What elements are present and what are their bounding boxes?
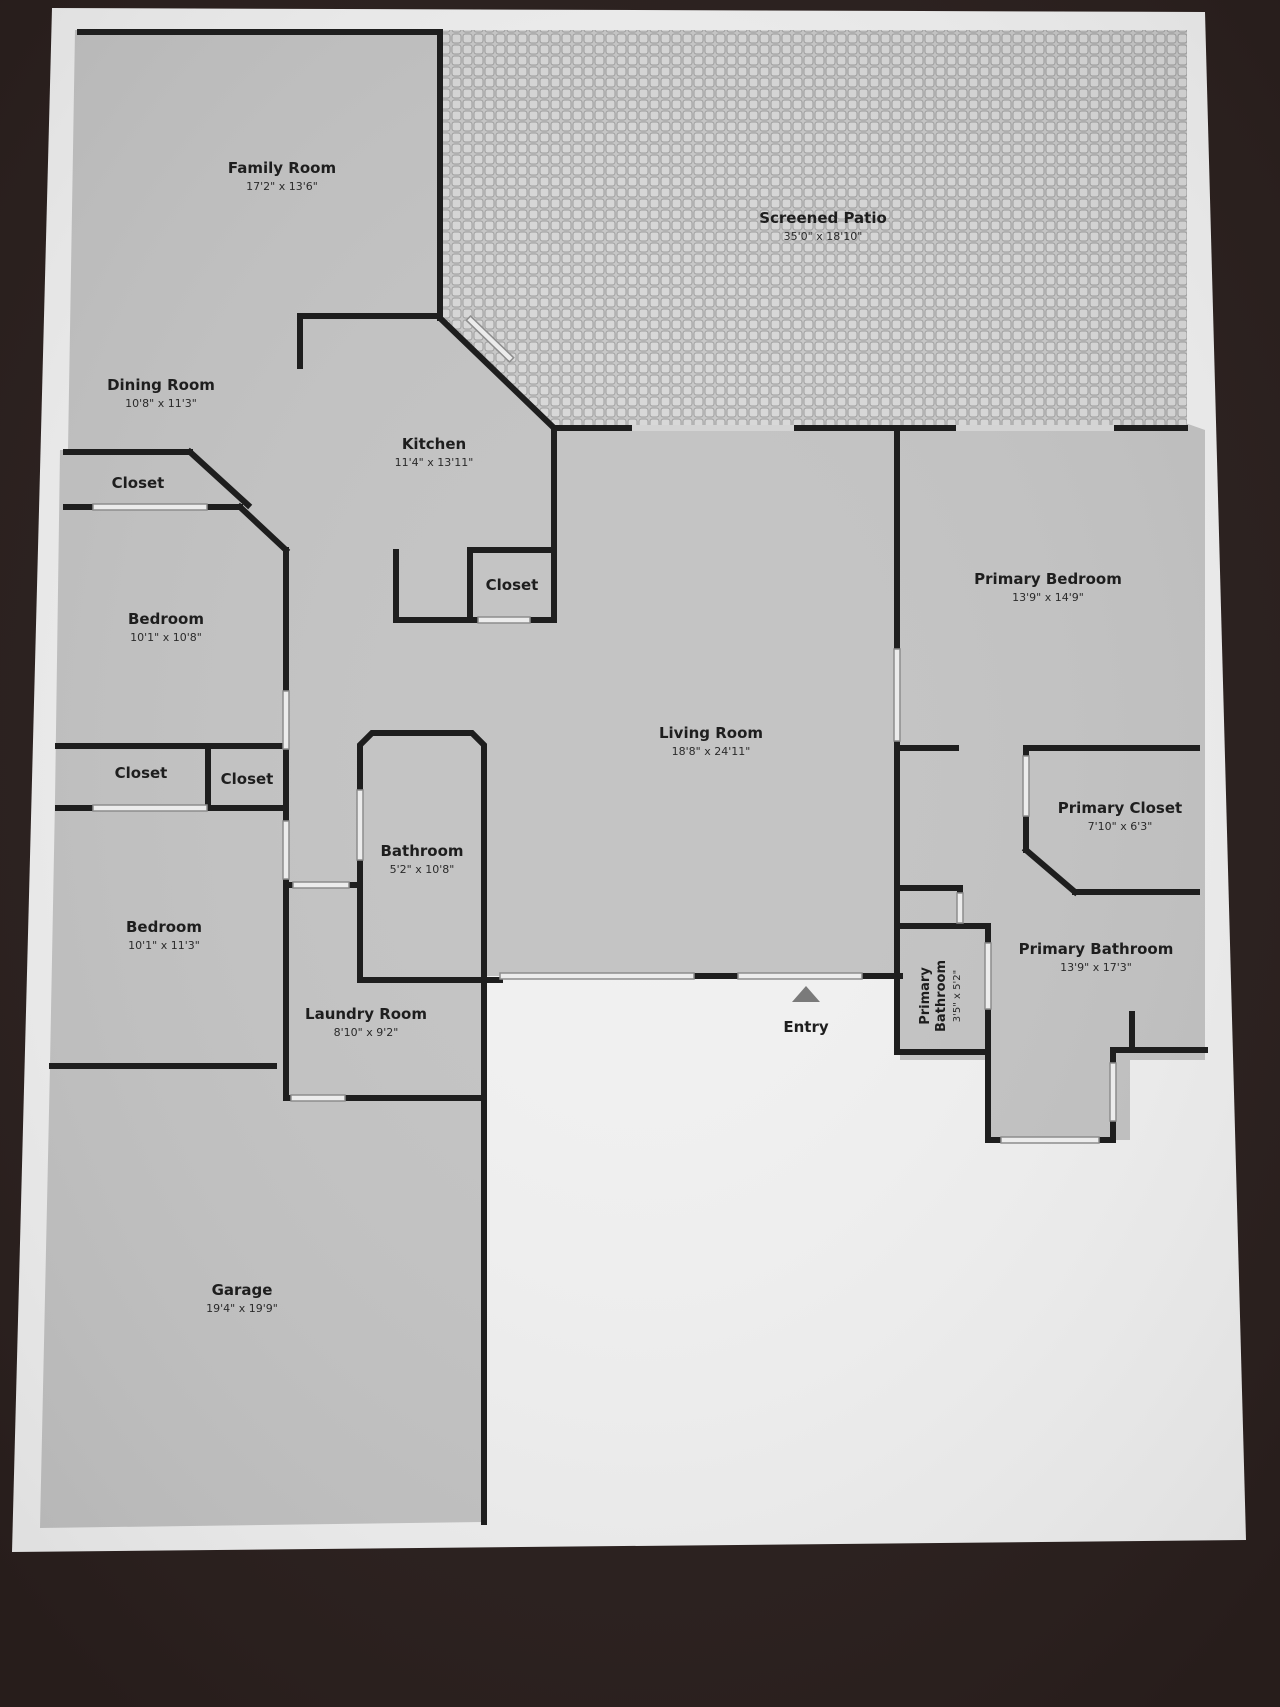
laundry-room-dims: 8'10" x 9'2" (334, 1026, 399, 1039)
family-room-name: Family Room (228, 159, 336, 177)
bedroom-2-name: Bedroom (126, 918, 202, 936)
primary-bathroom-name: Primary Bathroom (1019, 940, 1174, 958)
screened-patio-dims: 35'0" x 18'10" (784, 230, 863, 243)
primary-closet-dims: 7'10" x 6'3" (1088, 820, 1153, 833)
primary-bathroom-dims: 13'9" x 17'3" (1060, 961, 1132, 974)
primary-closet-name: Primary Closet (1058, 799, 1182, 817)
closet-mid-a-name: Closet (115, 764, 168, 782)
kitchen-name: Kitchen (402, 435, 466, 453)
primary-bathroom-small-dims: 3'5" x 5'2" (952, 970, 963, 1022)
closet-top-left-name: Closet (112, 474, 165, 492)
primary-bedroom-dims: 13'9" x 14'9" (1012, 591, 1084, 604)
bathroom-dims: 5'2" x 10'8" (390, 863, 455, 876)
bedroom-1-dims: 10'1" x 10'8" (130, 631, 202, 644)
primary-bathroom-small-name-1: Primary (918, 967, 933, 1025)
walls (49, 29, 1208, 1525)
primary-bathroom-small-name-2: Bathroom (934, 960, 949, 1032)
kitchen-dims: 11'4" x 13'11" (395, 456, 474, 469)
family-room-dims: 17'2" x 13'6" (246, 180, 318, 193)
garage-dims: 19'4" x 19'9" (206, 1302, 278, 1315)
bathroom-name: Bathroom (380, 842, 463, 860)
living-room-dims: 18'8" x 24'11" (672, 745, 751, 758)
garage-name: Garage (212, 1281, 273, 1299)
screened-patio-area (440, 30, 1187, 428)
primary-bedroom-name: Primary Bedroom (974, 570, 1122, 588)
bedroom-2-dims: 10'1" x 11'3" (128, 939, 200, 952)
closet-mid-b-name: Closet (221, 770, 274, 788)
living-room-name: Living Room (659, 724, 763, 742)
kitchen-closet-name: Closet (486, 576, 539, 594)
windows (92, 314, 1117, 1144)
dining-room-name: Dining Room (107, 376, 215, 394)
room-labels: Family Room 17'2" x 13'6" Screened Patio… (107, 159, 1182, 1315)
dining-room-dims: 10'8" x 11'3" (125, 397, 197, 410)
laundry-room-name: Laundry Room (305, 1005, 427, 1023)
bedroom-1-name: Bedroom (128, 610, 204, 628)
entry-label: Entry (783, 1018, 828, 1036)
entry-arrow-icon (792, 986, 820, 1002)
screened-patio-name: Screened Patio (759, 209, 887, 227)
